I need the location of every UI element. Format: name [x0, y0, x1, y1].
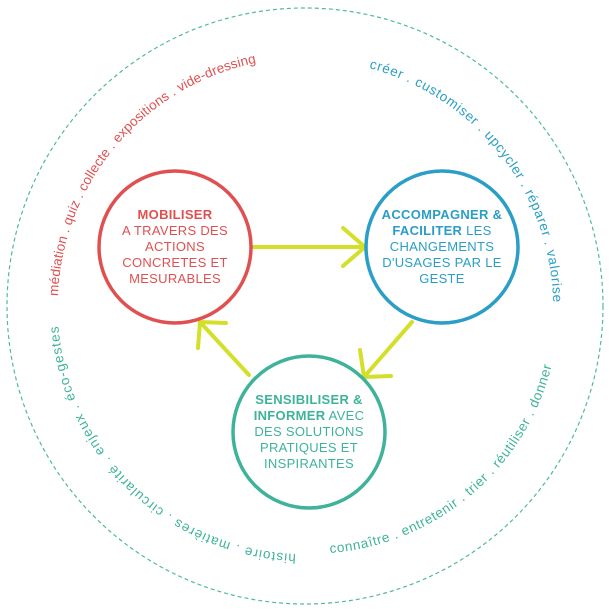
label-sensibiliser-bold: SENSIBILISER & INFORMER [253, 392, 363, 423]
label-mobiliser-rest: A TRAVERS DES ACTIONS CONCRETES ET MESUR… [121, 223, 228, 286]
arrow-mobiliser-to-accompagner [246, 226, 367, 268]
arrow-accompagner-to-sensibiliser [358, 320, 414, 379]
circle-sensibiliser [231, 354, 387, 510]
label-accompagner: ACCOMPAGNER & FACILITER LES CHANGEMENTS … [378, 207, 506, 287]
label-sensibiliser: SENSIBILISER & INFORMER AVEC DES SOLUTIO… [244, 392, 374, 472]
label-accompagner-rest: LES CHANGEMENTS D'USAGES PAR LE GESTE [382, 223, 502, 286]
arrow-sensibiliser-to-mobiliser [196, 320, 251, 377]
circle-accompagner [364, 169, 520, 325]
outer-dashed-ring [6, 7, 604, 605]
label-mobiliser-bold: MOBILISER [137, 207, 213, 222]
label-sensibiliser-rest: AVEC DES SOLUTIONS PRATIQUES ET INSPIRAN… [254, 408, 365, 471]
label-mobiliser: MOBILISER A TRAVERS DES ACTIONS CONCRETE… [113, 207, 237, 287]
label-accompagner-bold: ACCOMPAGNER & FACILITER [381, 207, 503, 238]
circle-mobiliser [97, 169, 253, 325]
